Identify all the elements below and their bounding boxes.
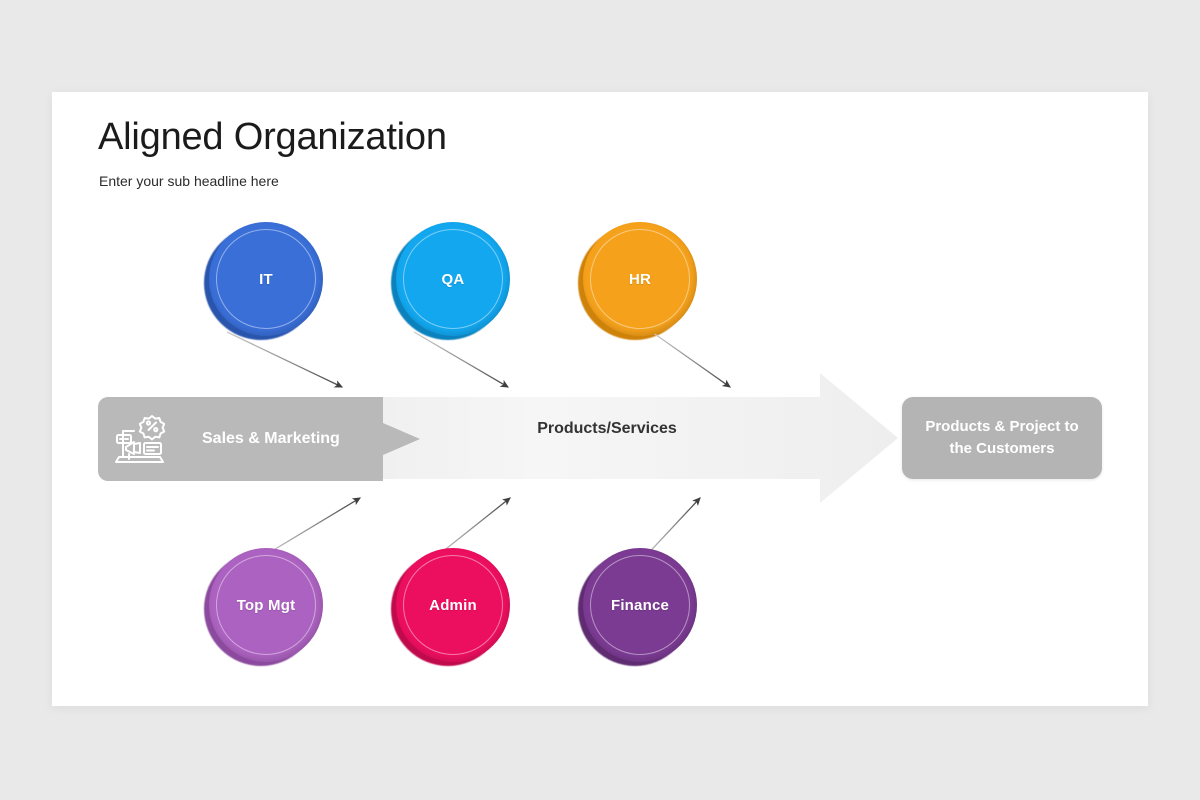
sales-marketing-icon bbox=[115, 415, 166, 463]
node-qa[interactable]: QA bbox=[391, 222, 510, 340]
output-stage-label: Products & Project to the Customers bbox=[915, 416, 1088, 460]
node-inner-ring bbox=[590, 229, 690, 329]
node-label: Top Mgt bbox=[236, 596, 296, 614]
node-hr[interactable]: HR bbox=[578, 222, 697, 340]
node-it[interactable]: IT bbox=[204, 222, 323, 340]
node-label: QA bbox=[441, 270, 465, 288]
page-subtitle: Enter your sub headline here bbox=[99, 173, 279, 189]
output-stage-label-line2: the Customers bbox=[949, 440, 1055, 457]
node-finance[interactable]: Finance bbox=[578, 548, 697, 666]
node-inner-ring bbox=[403, 229, 503, 329]
input-stage-chevron[interactable]: Sales & Marketing bbox=[98, 397, 420, 481]
slide-canvas: Aligned Organization Enter your sub head… bbox=[52, 92, 1148, 706]
node-inner-ring bbox=[216, 229, 316, 329]
chevron-shape bbox=[98, 397, 420, 481]
node-label: Finance bbox=[610, 596, 670, 614]
node-admin[interactable]: Admin bbox=[391, 548, 510, 666]
node-top-mgt[interactable]: Top Mgt bbox=[204, 548, 323, 666]
node-label: IT bbox=[259, 270, 273, 288]
output-stage-label-line1: Products & Project to bbox=[925, 418, 1079, 436]
process-stage-label: Products/Services bbox=[537, 420, 677, 437]
output-stage-box[interactable]: Products & Project to the Customers bbox=[902, 397, 1102, 479]
node-label: Admin bbox=[429, 596, 477, 614]
page-title: Aligned Organization bbox=[98, 116, 447, 158]
input-stage-label: Sales & Marketing bbox=[202, 430, 340, 447]
node-inner-ring bbox=[590, 555, 690, 655]
node-label: HR bbox=[628, 270, 652, 288]
process-arrow bbox=[300, 373, 898, 503]
